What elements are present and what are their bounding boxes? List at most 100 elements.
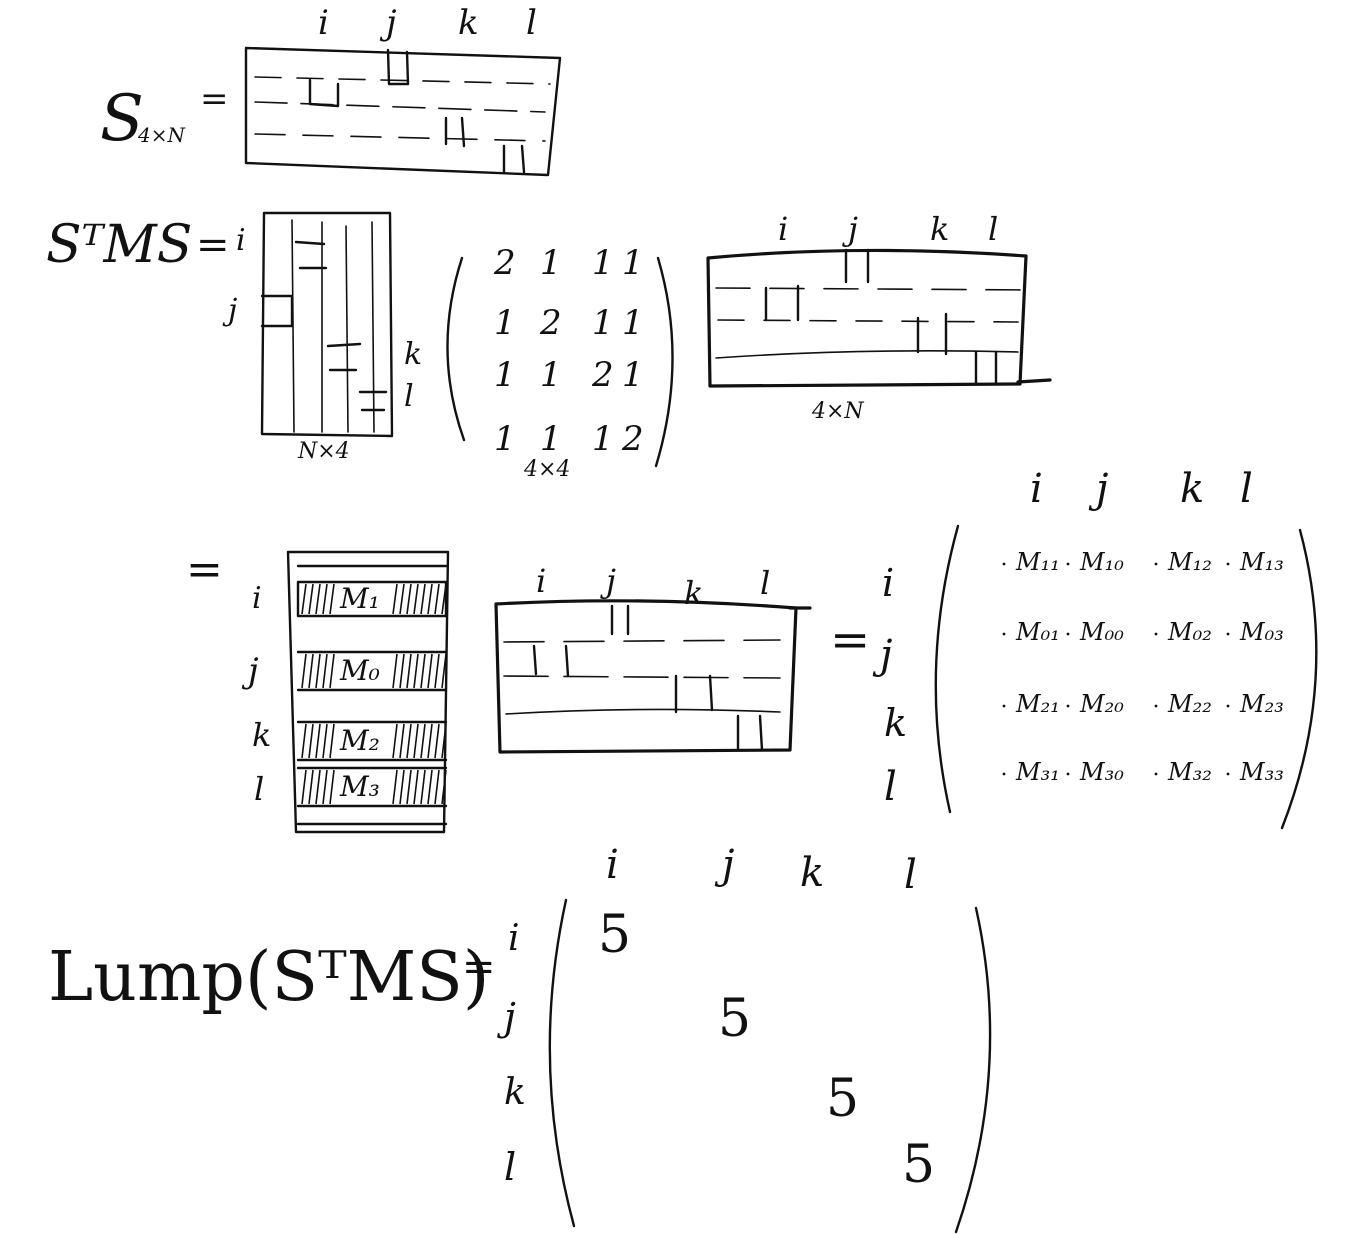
result-matrix-cell: M₂₂ <box>1167 690 1212 718</box>
hatch-line <box>413 653 419 689</box>
hatch-line <box>322 583 328 615</box>
matrix-4x4-cell: 1 <box>494 419 516 459</box>
eq4-diag-3: 5 <box>826 1069 859 1129</box>
matrix-dot <box>1154 632 1158 636</box>
eq4-col-k: k <box>800 850 824 896</box>
eq3-row-i: i <box>252 581 262 616</box>
hatch-line <box>308 769 314 805</box>
matrix-dot <box>1066 704 1070 708</box>
hatch-line <box>301 583 307 615</box>
matrix-dot <box>1154 772 1158 776</box>
eq3-row-j: j <box>241 651 259 691</box>
hatch-line <box>308 723 314 759</box>
hatch-line <box>406 583 412 615</box>
eq3-col-l: l <box>760 564 770 602</box>
hatch-line <box>399 723 405 759</box>
hatch-line <box>427 583 433 615</box>
hatch-line <box>399 583 405 615</box>
result-matrix-cell: M₂₀ <box>1079 690 1124 718</box>
eq4-diag-2: 5 <box>718 989 751 1049</box>
eq4-lhs: Lump(SᵀMS) <box>48 938 489 1017</box>
hatch-line <box>441 583 447 615</box>
eq4-row-l: l <box>504 1145 516 1189</box>
equation-1: S 4×N = i j k l <box>100 3 562 177</box>
matrix-dot <box>1002 704 1006 708</box>
eq2-equals: = <box>196 222 230 268</box>
matrix-4x4-cell: 2 <box>621 419 644 459</box>
hatch-line <box>399 769 405 805</box>
hatch-line <box>434 723 440 759</box>
eq1-equals: = <box>200 79 229 119</box>
eq4-row-k: k <box>504 1072 526 1113</box>
eq2-col-j: j <box>842 210 858 248</box>
eq2-col-l: l <box>988 210 998 248</box>
result-matrix-cell: M₂₁ <box>1015 690 1060 718</box>
eq2-col-k: k <box>930 210 949 248</box>
matrix-4x4-cell: 1 <box>622 303 644 343</box>
matrix-4x4-cell: 2 <box>591 355 614 395</box>
result-matrix-cell: M₁₁ <box>1015 548 1060 576</box>
hatch-line <box>392 653 398 689</box>
eq4-diag-1: 5 <box>598 905 631 965</box>
hatch-line <box>420 653 426 689</box>
matrix-4x4-cell: 2 <box>539 303 562 343</box>
eq3-col-k: k <box>684 574 703 612</box>
eq2-row-j: j <box>222 293 237 328</box>
matrix-4x4-cell: 1 <box>540 355 562 395</box>
matrix-dot <box>1066 632 1070 636</box>
hatch-line <box>322 769 328 805</box>
hatch-line <box>301 723 307 759</box>
matrix-4x4-cell: 1 <box>494 303 516 343</box>
matrix-dot <box>1002 632 1006 636</box>
eq4-diag-4: 5 <box>902 1135 935 1195</box>
eq2-col-i: i <box>778 210 788 248</box>
hatch-line <box>427 723 433 759</box>
hatch-line <box>315 653 321 689</box>
eq3-hatching <box>301 583 447 805</box>
eq3-res-col-i: i <box>1030 466 1043 512</box>
matrix-4x4-cell: 1 <box>540 243 562 283</box>
hatch-line <box>434 653 440 689</box>
hatch-line <box>301 769 307 805</box>
hatch-line <box>315 769 321 805</box>
hatch-line <box>399 653 405 689</box>
row-matrix-label: M₃ <box>339 770 380 803</box>
result-matrix-cell: M₁₀ <box>1079 548 1124 576</box>
matrix-dot <box>1226 562 1230 566</box>
eq3-row-l: l <box>254 770 264 808</box>
matrix-4x4-cell: 1 <box>540 419 562 459</box>
result-matrix-cell: M₀₀ <box>1079 618 1124 646</box>
hatch-line <box>441 769 447 805</box>
hatch-line <box>322 653 328 689</box>
matrix-4x4-cell: 1 <box>622 243 644 283</box>
eq3-res-row-i: i <box>882 561 894 605</box>
hatch-line <box>427 769 433 805</box>
eq2-label-4x4: 4×4 <box>523 457 570 482</box>
hatch-line <box>427 653 433 689</box>
eq1-col-k: k <box>458 3 479 43</box>
eq2-row-l: l <box>404 379 414 414</box>
hatch-line <box>406 769 412 805</box>
matrix-dot <box>1226 704 1230 708</box>
eq4-col-j: j <box>714 842 734 888</box>
hatch-line <box>308 653 314 689</box>
result-matrix-cell: M₃₃ <box>1239 758 1284 786</box>
hatch-line <box>392 583 398 615</box>
row-matrix-label: M₀ <box>339 654 380 687</box>
eq3-res-row-l: l <box>884 764 897 810</box>
equation-4: i j k l Lump(SᵀMS) = i j k l 5 5 5 5 <box>48 842 992 1234</box>
result-matrix-cell: M₀₃ <box>1239 618 1284 646</box>
hatch-line <box>329 769 335 805</box>
eq4-col-i: i <box>606 842 619 888</box>
matrix-dot <box>1154 704 1158 708</box>
matrix-dot <box>1002 562 1006 566</box>
eq2-row-i: i <box>236 223 246 258</box>
eq1-col-l: l <box>526 3 537 43</box>
matrix-dot <box>1002 772 1006 776</box>
hatch-line <box>413 583 419 615</box>
